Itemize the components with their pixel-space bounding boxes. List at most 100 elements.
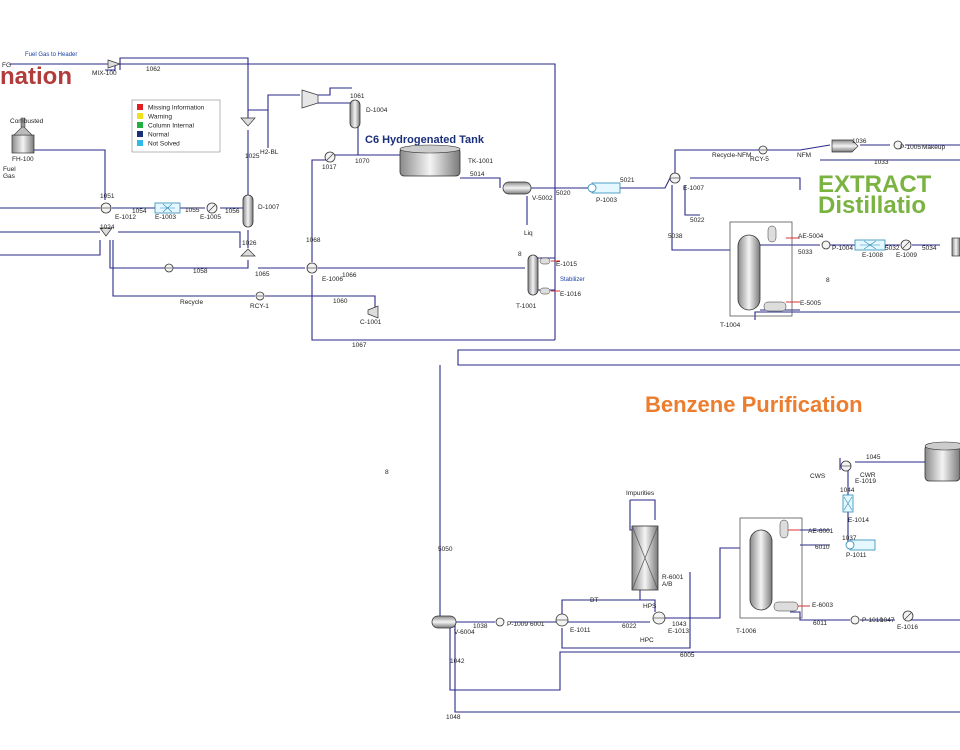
svg-text:Stabilizer: Stabilizer (560, 277, 585, 283)
svg-text:1051: 1051 (100, 193, 115, 200)
exchanger-e1009[interactable] (900, 239, 912, 251)
pipes (0, 57, 960, 713)
reactor-r6001[interactable] (631, 525, 659, 591)
pump-p1003[interactable] (587, 182, 621, 194)
svg-text:1036: 1036 (852, 138, 867, 145)
svg-text:Warning: Warning (148, 114, 172, 121)
svg-text:E-1016: E-1016 (897, 624, 918, 631)
mixer-mix100[interactable] (107, 59, 122, 69)
svg-text:6001: 6001 (530, 621, 545, 628)
title-extraction: EXTRACT (818, 171, 932, 198)
pump-p1011[interactable] (845, 539, 876, 551)
tank-tk1001[interactable] (399, 144, 461, 177)
svg-text:HPS: HPS (643, 603, 657, 610)
svg-text:T-1001: T-1001 (516, 303, 537, 310)
svg-text:FG: FG (2, 62, 11, 69)
svg-text:D-1007: D-1007 (258, 204, 280, 211)
aircooler-e1014[interactable] (842, 494, 854, 513)
svg-text:A/B: A/B (662, 581, 672, 588)
svg-text:Not Solved: Not Solved (148, 141, 180, 148)
column-t1006[interactable] (739, 517, 810, 619)
svg-text:E-1006: E-1006 (322, 276, 343, 283)
svg-text:E-1005: E-1005 (200, 214, 221, 221)
svg-text:E-1015: E-1015 (556, 261, 577, 268)
drum-d1004[interactable] (349, 99, 361, 129)
exchanger-e1016b[interactable] (902, 610, 914, 622)
svg-text:CWS: CWS (810, 473, 826, 480)
svg-text:6011: 6011 (813, 620, 827, 627)
svg-text:1025: 1025 (245, 153, 260, 160)
svg-text:1044: 1044 (840, 487, 855, 494)
svg-text:6010: 6010 (815, 544, 830, 551)
svg-text:MIX-100: MIX-100 (92, 70, 117, 77)
svg-text:Makeup: Makeup (922, 144, 946, 151)
legend-item: Missing Information (137, 104, 205, 112)
exchanger-e1013[interactable] (652, 611, 666, 625)
svg-text:FH-100: FH-100 (12, 156, 34, 163)
recycle-rcy5[interactable] (758, 145, 768, 155)
heater-1036[interactable] (831, 139, 859, 153)
drum-v6004[interactable] (431, 615, 457, 629)
svg-text:1048: 1048 (446, 714, 461, 721)
legend-item: Warning (137, 113, 172, 121)
drum-d1007[interactable] (242, 194, 254, 228)
legend-item: Normal (137, 131, 170, 139)
exchanger-e1011[interactable] (555, 613, 569, 627)
svg-text:E-6003: E-6003 (812, 602, 833, 609)
tee-1025[interactable] (240, 117, 256, 127)
pump-p1005[interactable] (893, 140, 903, 150)
svg-text:Fuel: Fuel (3, 166, 16, 173)
svg-text:BT: BT (590, 597, 598, 604)
svg-text:V-5002: V-5002 (532, 195, 553, 202)
svg-text:6005: 6005 (680, 652, 695, 659)
pump-p1004[interactable] (821, 240, 831, 250)
column-t1004[interactable] (729, 221, 800, 317)
tank-benzene[interactable] (924, 441, 960, 482)
exchanger-e1005[interactable] (206, 202, 218, 214)
vessel-right-edge[interactable] (951, 237, 960, 257)
compressor-h2[interactable] (301, 89, 319, 109)
legend-item: Not Solved (137, 140, 180, 148)
recycle-rcy1[interactable] (255, 291, 265, 301)
title-hydrogenation: nation (0, 63, 72, 90)
svg-text:P-1004: P-1004 (832, 245, 853, 252)
svg-text:E-1003: E-1003 (155, 214, 176, 221)
exchanger-e1006[interactable] (306, 262, 318, 274)
tee-1026[interactable] (240, 248, 256, 257)
drum-v5002[interactable] (502, 181, 532, 195)
exchanger-e1012[interactable] (100, 202, 112, 214)
svg-text:Gas: Gas (3, 173, 16, 180)
svg-text:E-5005: E-5005 (800, 300, 821, 307)
exchanger-e1019[interactable] (840, 460, 852, 472)
svg-text:E-1007: E-1007 (683, 185, 704, 192)
pump-p1010[interactable] (850, 615, 860, 625)
aircooler-e1003[interactable] (154, 202, 181, 214)
svg-text:Impurities: Impurities (626, 490, 655, 497)
exchanger-e1024[interactable] (99, 227, 113, 237)
svg-text:1067: 1067 (352, 342, 367, 349)
exchanger-e1007[interactable] (669, 172, 681, 184)
svg-text:5021: 5021 (620, 177, 635, 184)
furnace-fh100[interactable] (11, 117, 35, 154)
svg-text:P-1010: P-1010 (862, 617, 883, 624)
svg-text:AE-5004: AE-5004 (798, 233, 824, 240)
pump-p1009[interactable] (495, 617, 505, 627)
compressor-c1001[interactable] (367, 305, 379, 319)
title-c6-tank: C6 Hydrogenated Tank (365, 134, 485, 146)
svg-text:1038: 1038 (473, 623, 488, 630)
svg-text:5050: 5050 (438, 546, 453, 553)
svg-text:1042: 1042 (450, 658, 465, 665)
valve-1058[interactable] (164, 263, 174, 273)
svg-text:E-1014: E-1014 (848, 517, 869, 524)
title-benzene-purification: Benzene Purification (645, 392, 863, 417)
svg-text:P-1009: P-1009 (507, 621, 528, 628)
svg-text:E-1008: E-1008 (862, 252, 883, 259)
aircooler-e1008[interactable] (854, 239, 886, 251)
column-t1001[interactable] (527, 254, 560, 296)
status-legend: Missing Information Warning Column Inter… (131, 99, 221, 153)
svg-text:Missing Information: Missing Information (148, 105, 205, 112)
svg-text:Combusted: Combusted (10, 118, 44, 125)
svg-text:5038: 5038 (668, 233, 683, 240)
exchanger-e1017[interactable] (324, 151, 336, 163)
